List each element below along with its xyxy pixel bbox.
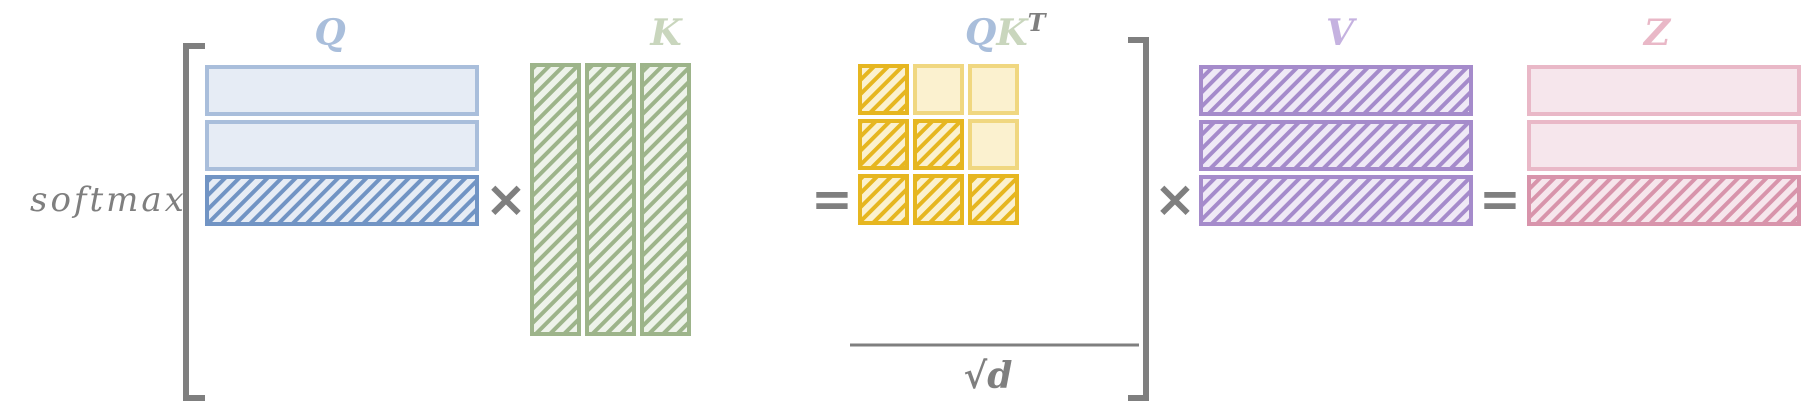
- qkt-label-q: Q: [965, 12, 996, 54]
- q-row-3-active: [205, 175, 479, 226]
- q-label: Q: [314, 12, 345, 54]
- q-row-1: [205, 65, 479, 116]
- qkt-cell-3-3: [968, 174, 1019, 225]
- v-matrix: [1199, 65, 1473, 226]
- qkt-label-t: T: [1028, 8, 1048, 37]
- v-row-1: [1199, 65, 1473, 116]
- qkt-cell-1-2: [913, 64, 964, 115]
- z-row-3-active: [1527, 175, 1801, 226]
- qkt-cell-2-2: [913, 119, 964, 170]
- k-col-2: [585, 63, 636, 336]
- left-bracket: [183, 43, 205, 401]
- sqrt-d-label: √d: [964, 355, 1013, 397]
- qkt-cell-2-3: [968, 119, 1019, 170]
- qkt-cell-1-1: [858, 64, 909, 115]
- qkt-cell-3-2: [913, 174, 964, 225]
- qkt-cell-3-1: [858, 174, 909, 225]
- k-label: K: [649, 12, 683, 54]
- v-row-3: [1199, 175, 1473, 226]
- z-matrix: [1527, 65, 1801, 226]
- k-col-1: [530, 63, 581, 336]
- qkt-label-k: K: [995, 12, 1029, 54]
- v-label: V: [1326, 12, 1357, 54]
- z-row-2: [1527, 120, 1801, 171]
- q-row-2: [205, 120, 479, 171]
- equals-operator-2: =: [1479, 170, 1521, 228]
- k-matrix: [530, 63, 691, 336]
- q-matrix: [205, 65, 479, 226]
- qkt-cell-1-3: [968, 64, 1019, 115]
- k-col-3: [640, 63, 691, 336]
- qkt-cell-2-1: [858, 119, 909, 170]
- equals-operator-1: =: [811, 170, 853, 228]
- softmax-label: softmax: [30, 180, 187, 220]
- z-row-1: [1527, 65, 1801, 116]
- qkt-label: QKT: [965, 8, 1048, 54]
- multiply-operator-1: ×: [485, 170, 527, 228]
- z-label: Z: [1642, 12, 1672, 54]
- qkt-matrix: [858, 64, 1019, 225]
- v-row-2: [1199, 120, 1473, 171]
- multiply-operator-2: ×: [1154, 170, 1196, 228]
- right-bracket: [1128, 37, 1149, 401]
